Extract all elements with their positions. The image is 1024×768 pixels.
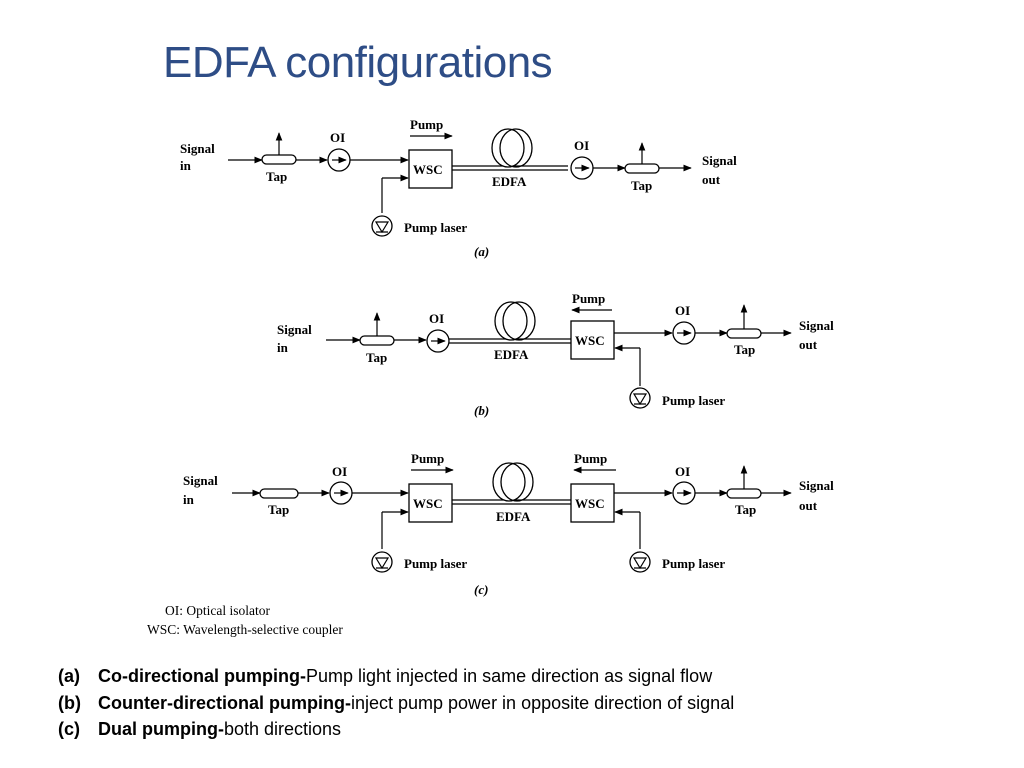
wsc-box xyxy=(570,483,615,523)
oi-label: OI xyxy=(675,303,690,318)
pump-laser-label: Pump laser xyxy=(404,220,467,235)
signal-in-label-2: in xyxy=(180,158,192,173)
note-a: (a) Co-directional pumping-Pump light inj… xyxy=(58,663,734,690)
wsc-label: WSC xyxy=(413,162,443,177)
note-b: (b) Counter-directional pumping-inject pu… xyxy=(58,690,734,717)
edfa-label: EDFA xyxy=(496,509,531,524)
legend-oi: OI: Optical isolator xyxy=(165,603,270,618)
pump-laser xyxy=(371,215,393,237)
signal-out-label-2: out xyxy=(702,172,721,187)
signal-in-label: Signal xyxy=(277,322,312,337)
signal-out-label-2: out xyxy=(799,337,818,352)
wsc-box xyxy=(408,483,453,523)
wsc-box xyxy=(408,149,453,189)
edfa-coil xyxy=(492,462,526,502)
pump-laser-label: Pump laser xyxy=(404,556,467,571)
pump-laser-label: Pump laser xyxy=(662,556,725,571)
oi-label: OI xyxy=(429,311,444,326)
signal-out-label-2: out xyxy=(799,498,818,513)
tap-coupler xyxy=(726,328,762,339)
tap-label: Tap xyxy=(366,350,387,365)
slide-title: EDFA configurations xyxy=(163,38,553,87)
note-letter: (b) xyxy=(58,692,81,713)
caption-b: (b) xyxy=(474,403,489,418)
tap-label: Tap xyxy=(735,502,756,517)
note-desc: inject pump power in opposite direction … xyxy=(350,692,735,713)
note-c: (c) Dual pumping-both directions xyxy=(58,716,734,743)
tap-label: Tap xyxy=(268,502,289,517)
edfa-coil xyxy=(491,128,525,168)
pumping-notes: (a) Co-directional pumping-Pump light inj… xyxy=(58,663,734,743)
tap-coupler xyxy=(359,335,395,346)
config-c: Signal in Tap OI Pump WSC Pump laser EDF… xyxy=(183,451,834,597)
note-letter: (c) xyxy=(58,719,80,739)
signal-out-label: Signal xyxy=(799,478,834,493)
tap-coupler xyxy=(261,154,297,165)
tap-label: Tap xyxy=(631,178,652,193)
caption-a: (a) xyxy=(474,244,489,259)
signal-in-label: Signal xyxy=(183,473,218,488)
signal-in-label-2: in xyxy=(277,340,289,355)
signal-in-label: Signal xyxy=(180,141,215,156)
wsc-box xyxy=(570,320,615,360)
signal-out-label: Signal xyxy=(702,153,737,168)
edfa-label: EDFA xyxy=(494,347,529,362)
pump-label: Pump xyxy=(410,117,443,132)
pump-laser-label: Pump laser xyxy=(662,393,725,408)
note-term: Dual pumping- xyxy=(98,719,224,739)
tap-label: Tap xyxy=(266,169,287,184)
oi-label: OI xyxy=(675,464,690,479)
tap-coupler xyxy=(259,488,299,499)
wsc-label: WSC xyxy=(413,496,443,511)
edfa-coil xyxy=(494,301,528,341)
pump-label: Pump xyxy=(574,451,607,466)
signal-out-label: Signal xyxy=(799,318,834,333)
note-letter: (a) xyxy=(58,666,80,686)
caption-c: (c) xyxy=(474,582,488,597)
note-desc: Pump light injected in same direction as… xyxy=(305,666,713,686)
config-b: Signal in Tap OI EDFA Pump WSC Pump lase… xyxy=(277,291,834,418)
pump-label: Pump xyxy=(572,291,605,306)
config-a: Signal in Tap OI Pump WSC Pump laser EDF… xyxy=(180,117,737,259)
note-term: Co-directional pumping- xyxy=(98,666,306,686)
legend-wsc: WSC: Wavelength-selective coupler xyxy=(147,622,343,637)
tap-coupler xyxy=(726,488,762,499)
pump-laser xyxy=(629,551,651,573)
note-term: Counter-directional pumping- xyxy=(98,692,351,713)
tap-coupler xyxy=(624,163,660,174)
wsc-label: WSC xyxy=(575,496,605,511)
note-desc: both directions xyxy=(223,719,342,739)
tap-label: Tap xyxy=(734,342,755,357)
pump-label: Pump xyxy=(411,451,444,466)
wsc-label: WSC xyxy=(575,333,605,348)
pump-laser xyxy=(629,387,651,409)
signal-in-label-2: in xyxy=(183,492,195,507)
edfa-configuration-diagram: Signal in Tap OI Pump WSC Pump laser EDF… xyxy=(147,117,834,637)
oi-label: OI xyxy=(330,130,345,145)
pump-laser xyxy=(371,551,393,573)
oi-label: OI xyxy=(332,464,347,479)
oi-label: OI xyxy=(574,138,589,153)
edfa-label: EDFA xyxy=(492,174,527,189)
